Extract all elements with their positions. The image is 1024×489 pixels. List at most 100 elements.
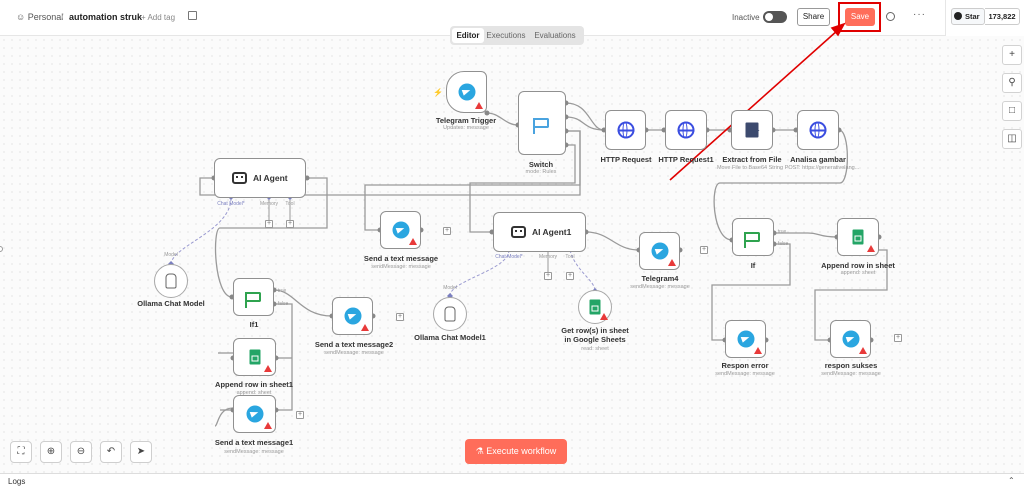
true-port-label: true [777,229,787,235]
chat-model-port-label: Chat Model* [217,201,245,207]
node-analisa-gambar[interactable] [797,110,839,150]
node-label: HTTP Request [600,155,652,164]
workflow-name[interactable]: automation struk [69,12,143,22]
node-ai-agent[interactable]: AI Agent [214,158,306,198]
sheets-icon [589,299,601,315]
chevron-up-icon[interactable]: ⌃ [1008,476,1015,485]
warning-icon [264,422,272,429]
undo-icon[interactable]: ↶ [100,441,122,463]
node-append-row-in-sheet1[interactable] [233,338,276,376]
logs-bar[interactable]: Logs ⌃ [0,473,1024,489]
telegram-icon [344,307,361,325]
add-next-node-button[interactable]: + [894,334,902,342]
node-telegram-trigger[interactable] [446,71,487,113]
robot-icon [511,226,526,238]
telegram-icon [737,330,754,348]
node-http-request[interactable] [605,110,646,150]
add-memory-button[interactable]: + [544,272,552,280]
active-toggle[interactable] [763,11,787,23]
robot-icon [232,172,247,184]
add-next-node-button[interactable]: + [396,313,404,321]
breadcrumb-personal[interactable]: ☺ Personal [16,12,64,22]
branch-icon [744,232,760,248]
warning-icon [867,245,875,252]
toggle-knob [765,13,773,21]
telegram-icon [246,405,263,423]
node-switch[interactable] [518,91,566,155]
node-sublabel: sendMessage: message [371,264,431,270]
node-extract-from-file[interactable] [731,110,773,150]
tool-port-label: Tool [285,201,295,207]
node-label: Respon error [721,361,769,370]
node-label: AI Agent [253,173,288,183]
node-label: Analisa gambar [790,155,846,164]
warning-icon [409,238,417,245]
node-send-a-text-message1[interactable] [233,395,276,433]
node-sublabel: sendMessage: message [715,371,775,377]
edit-icon[interactable] [188,11,197,20]
sticky-note-icon[interactable]: □ [1002,101,1022,121]
add-node-button[interactable]: + [1002,45,1022,65]
node-label: Send a text message [363,254,439,263]
node-ai-agent1[interactable]: AI Agent1 [493,212,586,252]
history-icon[interactable] [886,12,895,21]
node-send-a-text-message2[interactable] [332,297,373,335]
node-sublabel: read: sheet [581,346,609,352]
node-ollama-chat-model[interactable] [154,264,188,298]
node-telegram4[interactable] [639,232,680,270]
share-button[interactable]: Share [797,8,830,26]
model-tag-label: Model [443,285,457,291]
node-respon-error[interactable] [725,320,766,358]
chat-model-port-label: Chat Model* [495,254,523,260]
node-http-request1[interactable] [665,110,707,150]
warning-icon [859,347,867,354]
node-label: Telegram Trigger [435,116,497,125]
node-label: Append row in sheet1 [215,380,293,389]
execute-workflow-button[interactable]: ⚗ Execute workflow [465,439,567,464]
add-next-node-button[interactable]: + [700,246,708,254]
add-memory-button[interactable]: + [265,220,273,228]
node-sublabel: sendMessage: message [821,371,881,377]
status-label: Inactive [732,13,760,22]
more-options-button[interactable]: ··· [913,9,926,20]
sheets-icon [249,349,260,365]
globe-icon [617,121,634,139]
workspace-label[interactable]: Personal [27,12,64,22]
save-button[interactable]: Save [845,8,875,26]
node-respon-sukses[interactable] [830,320,871,358]
add-next-node-button[interactable]: + [296,411,304,419]
zoom-out-icon[interactable]: ⊖ [70,441,92,463]
tab-evaluations[interactable]: Evaluations [534,31,576,40]
add-tag-button[interactable]: + Add tag [141,13,176,22]
warning-icon [361,324,369,331]
github-star-count[interactable]: 173,822 [985,8,1020,25]
switch-icon [533,118,549,134]
node-if[interactable] [732,218,774,256]
pointer-icon[interactable]: ➤ [130,441,152,463]
node-get-rows-google-sheets[interactable] [578,290,612,324]
node-label: Send a text message1 [214,438,294,447]
panel-icon[interactable]: ◫ [1002,129,1022,149]
breadcrumb-separator: / [61,12,64,22]
node-ollama-chat-model1[interactable] [433,297,467,331]
trigger-flash-icon: ⚡ [433,88,443,97]
tab-editor[interactable]: Editor [452,28,484,43]
fit-view-icon[interactable]: ⛶ [10,441,32,463]
add-tool-button[interactable]: + [286,220,294,228]
zoom-in-icon[interactable]: ⊕ [40,441,62,463]
github-icon [954,12,962,20]
memory-port-label: Memory [538,254,558,260]
search-icon[interactable]: ⚲ [1002,73,1022,93]
node-append-row-in-sheet[interactable] [837,218,879,256]
node-label: Append row in sheet [821,261,895,270]
canvas-edge-handle[interactable] [0,246,3,252]
node-send-a-text-message[interactable] [380,211,421,249]
warning-icon [475,102,483,109]
node-sublabel: append: sheet [840,270,876,276]
node-label: Ollama Chat Model1 [414,333,486,342]
add-next-node-button[interactable]: + [443,227,451,235]
tab-executions[interactable]: Executions [486,31,526,40]
add-tool-button[interactable]: + [566,272,574,280]
node-if1[interactable] [233,278,274,316]
